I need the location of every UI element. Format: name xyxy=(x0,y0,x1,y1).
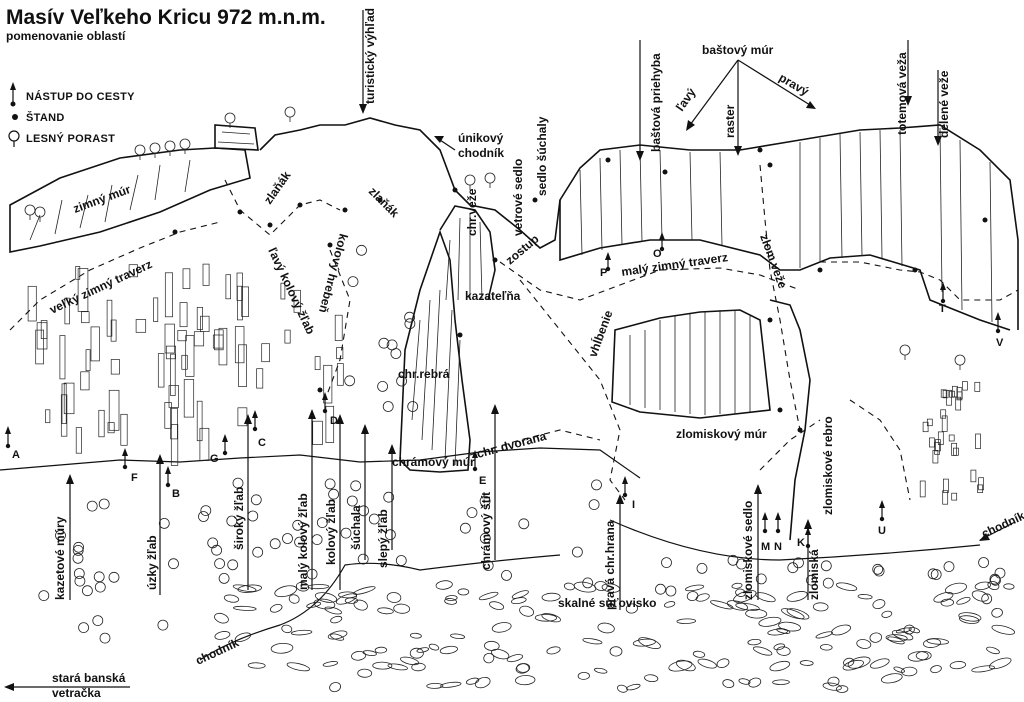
marker-g: G xyxy=(210,434,228,465)
label-zlomiskove-sedlo: zlomiskové sedlo xyxy=(741,501,755,600)
route-markers: A B C D E F G I K M N O P T U V xyxy=(5,232,1004,553)
footpath-lines xyxy=(199,519,981,661)
marker-f: F xyxy=(122,448,138,484)
marker-v: V xyxy=(995,312,1004,349)
svg-text:U: U xyxy=(878,525,886,537)
label-zlomiskove-rebro: zlomiskové rebro xyxy=(821,416,835,515)
label-bastova-priehyba: baštová priehyba xyxy=(649,53,663,152)
forest-trees xyxy=(24,106,1006,644)
label-siroky-zlab: široký žľab xyxy=(232,487,246,550)
svg-text:K: K xyxy=(797,537,805,549)
label-zimny-mur: zimný múr xyxy=(71,182,132,216)
label-unikovy-2: chodník xyxy=(458,146,504,160)
crag-outline xyxy=(0,117,1019,541)
svg-text:E: E xyxy=(479,475,486,487)
label-slepy-zlab: slepý žľab xyxy=(376,509,390,568)
svg-text:G: G xyxy=(210,453,219,465)
label-maly-zimny-traverz: malý zimný traverz xyxy=(620,250,728,279)
label-turisticky-vyhlad: turistický výhľad xyxy=(363,8,377,104)
label-lavy: ľavý xyxy=(673,85,699,113)
label-maly-kolovy-zlab: malý kolový žľab xyxy=(296,493,310,590)
label-chramovy-stit: chrámový štít xyxy=(479,492,493,570)
label-chramovy-mur: chrámový múr xyxy=(392,455,475,469)
map-title: Masív Veľkeho Kricu 972 m.n.m. xyxy=(6,6,326,29)
marker-b: B xyxy=(165,466,180,500)
marker-o: O xyxy=(653,232,665,260)
tree-icon xyxy=(8,130,20,147)
label-chodnik-left: chodník xyxy=(193,635,241,667)
svg-text:O: O xyxy=(653,248,662,260)
scree-boulders xyxy=(214,580,1016,693)
label-chr-dvorana: chr. dvorana xyxy=(475,429,548,461)
label-bastovy-mur: baštový múr xyxy=(702,43,774,57)
label-suchala: šúchala xyxy=(349,505,363,550)
svg-text:V: V xyxy=(996,337,1004,349)
label-kolovy-zlab: kolový žľab xyxy=(324,499,338,565)
route-arrows xyxy=(4,10,1016,691)
marker-c: C xyxy=(252,410,266,449)
label-chr-veze: chr.veže xyxy=(465,188,479,236)
svg-text:I: I xyxy=(632,499,635,511)
label-zlom-veze: zlom.veže xyxy=(757,232,790,290)
label-kazatelna: kazateľňa xyxy=(465,289,521,303)
label-zlanak-2: zlaňák xyxy=(366,184,402,220)
label-zlomiska: zlomiská xyxy=(807,549,821,600)
marker-u: U xyxy=(878,500,886,537)
label-kolovy-hreben: kolový hrebeň xyxy=(316,232,351,314)
label-stara-banska-1: stará banská xyxy=(52,671,126,685)
label-unikovy-1: únikový xyxy=(458,131,504,145)
label-delene-veze: delené veže xyxy=(937,70,951,138)
label-chr-rebra: chr.rebrá xyxy=(398,367,450,381)
svg-text:P: P xyxy=(600,267,607,279)
rock-texture xyxy=(27,263,984,505)
label-prava-chr-hrana: pravá chr.hrana xyxy=(603,520,617,610)
svg-text:B: B xyxy=(172,488,180,500)
svg-text:T: T xyxy=(939,303,946,315)
legend-label-belay: ŠTAND xyxy=(26,111,65,124)
svg-text:C: C xyxy=(258,437,266,449)
label-vetrove-sedlo: vetrové sedlo xyxy=(511,159,525,236)
svg-text:M: M xyxy=(761,541,770,553)
label-zlanak-1: zlaňák xyxy=(261,168,294,206)
label-raster: raster xyxy=(723,104,737,138)
label-lavy-kolovy-zlab: ľavý kolový žľab xyxy=(265,245,317,336)
label-uzky-zlab: úzky žľab xyxy=(145,535,159,590)
marker-m: M xyxy=(761,512,770,553)
marker-p: P xyxy=(600,252,611,279)
marker-d: D xyxy=(322,392,338,427)
label-chodnik-right: chodník xyxy=(979,508,1024,540)
label-totemova-veza: totemová veža xyxy=(895,52,909,135)
legend-label-start: NÁSTUP DO CESTY xyxy=(26,90,135,103)
marker-e: E xyxy=(472,450,486,487)
marker-i: I xyxy=(622,476,635,511)
start-arrow-icon xyxy=(10,82,16,107)
map-subtitle: pomenovanie oblastí xyxy=(6,29,126,43)
label-zostup: zostup xyxy=(503,232,542,268)
svg-text:F: F xyxy=(131,472,138,484)
belay-dots xyxy=(172,147,988,433)
marker-a: A xyxy=(5,426,20,461)
legend: NÁSTUP DO CESTY ŠTAND LESNÝ PORAST xyxy=(8,82,135,147)
marker-n: N xyxy=(774,512,782,553)
svg-text:N: N xyxy=(774,541,782,553)
label-stara-banska-2: vetračka xyxy=(52,686,101,700)
svg-text:D: D xyxy=(330,415,338,427)
label-kazetove-mury: kazetové múry xyxy=(53,516,67,600)
marker-t: T xyxy=(939,282,946,315)
label-skalne-sutovisko: skalné suťovisko xyxy=(558,596,656,610)
label-suchaly: sedlo šúchaly xyxy=(535,116,549,196)
label-vhlbenie: vhĺbenie xyxy=(585,308,616,359)
marker-k: K xyxy=(797,527,811,549)
label-zlomiskovy-mur: zlomiskový múr xyxy=(676,427,767,441)
label-velky-zimny-traverz: veľký zimný traverz xyxy=(47,257,154,317)
belay-dot-icon xyxy=(12,114,18,120)
svg-text:A: A xyxy=(12,449,20,461)
legend-label-forest: LESNÝ PORAST xyxy=(26,132,115,145)
